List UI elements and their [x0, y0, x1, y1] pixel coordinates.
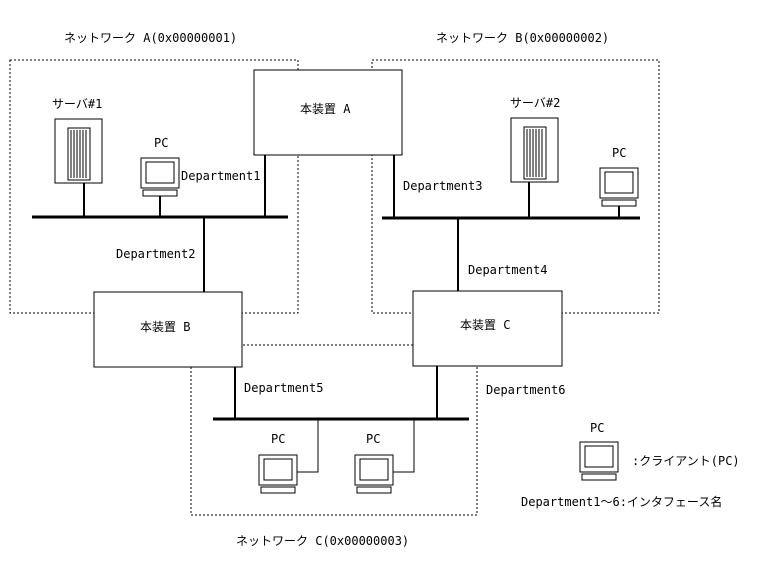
pc-c1-label: PC	[271, 432, 285, 446]
device-c: 本装置 C	[412, 290, 563, 367]
pc-icon	[354, 454, 394, 494]
legend-pc-caption: PC	[590, 421, 604, 435]
device-c-label: 本装置 C	[460, 318, 510, 332]
device-b: 本装置 B	[93, 291, 243, 368]
legend-client-label: :クライアント(PC)	[632, 454, 740, 468]
connector-lines	[83, 155, 620, 419]
network-c-region	[190, 344, 478, 516]
interface-label-department1: Department1	[181, 169, 260, 183]
network-a-label: ネットワーク A(0x00000001)	[64, 31, 237, 45]
interface-label-department4: Department4	[468, 263, 547, 277]
interface-label-department2: Department2	[116, 247, 195, 261]
link-pc-c1-bus	[297, 419, 319, 473]
network-b-label: ネットワーク B(0x00000002)	[436, 31, 609, 45]
device-a: 本装置 A	[253, 69, 403, 156]
server-icon	[510, 117, 559, 183]
pc-icon	[140, 157, 180, 197]
pc-b-label: PC	[612, 146, 626, 160]
pc-a-label: PC	[154, 136, 168, 150]
legend-interface-label: Department1～6:インタフェース名	[521, 494, 722, 509]
device-b-label: 本装置 B	[140, 320, 190, 334]
interface-label-department5: Department5	[244, 381, 323, 395]
network-c-label: ネットワーク C(0x00000003)	[236, 534, 409, 548]
server-icon	[54, 118, 103, 184]
pc-icon	[579, 441, 619, 481]
pc-c-links	[297, 419, 415, 473]
device-c-box	[412, 290, 563, 367]
interface-label-department6: Department6	[486, 383, 565, 397]
device-b-box	[93, 291, 243, 368]
link-pc-c2-bus	[393, 419, 415, 473]
device-a-label: 本装置 A	[300, 102, 351, 116]
device-a-box	[253, 69, 403, 156]
server-1-label: サーバ#1	[52, 97, 102, 111]
pc-icon	[599, 167, 639, 207]
pc-icon	[258, 454, 298, 494]
pc-c2-label: PC	[366, 432, 380, 446]
server-2-label: サーバ#2	[510, 96, 560, 110]
network-b-region	[371, 59, 660, 314]
legend: PC :クライアント(PC) Department1～6:インタフェース名	[521, 421, 740, 509]
interface-label-department3: Department3	[403, 179, 482, 193]
